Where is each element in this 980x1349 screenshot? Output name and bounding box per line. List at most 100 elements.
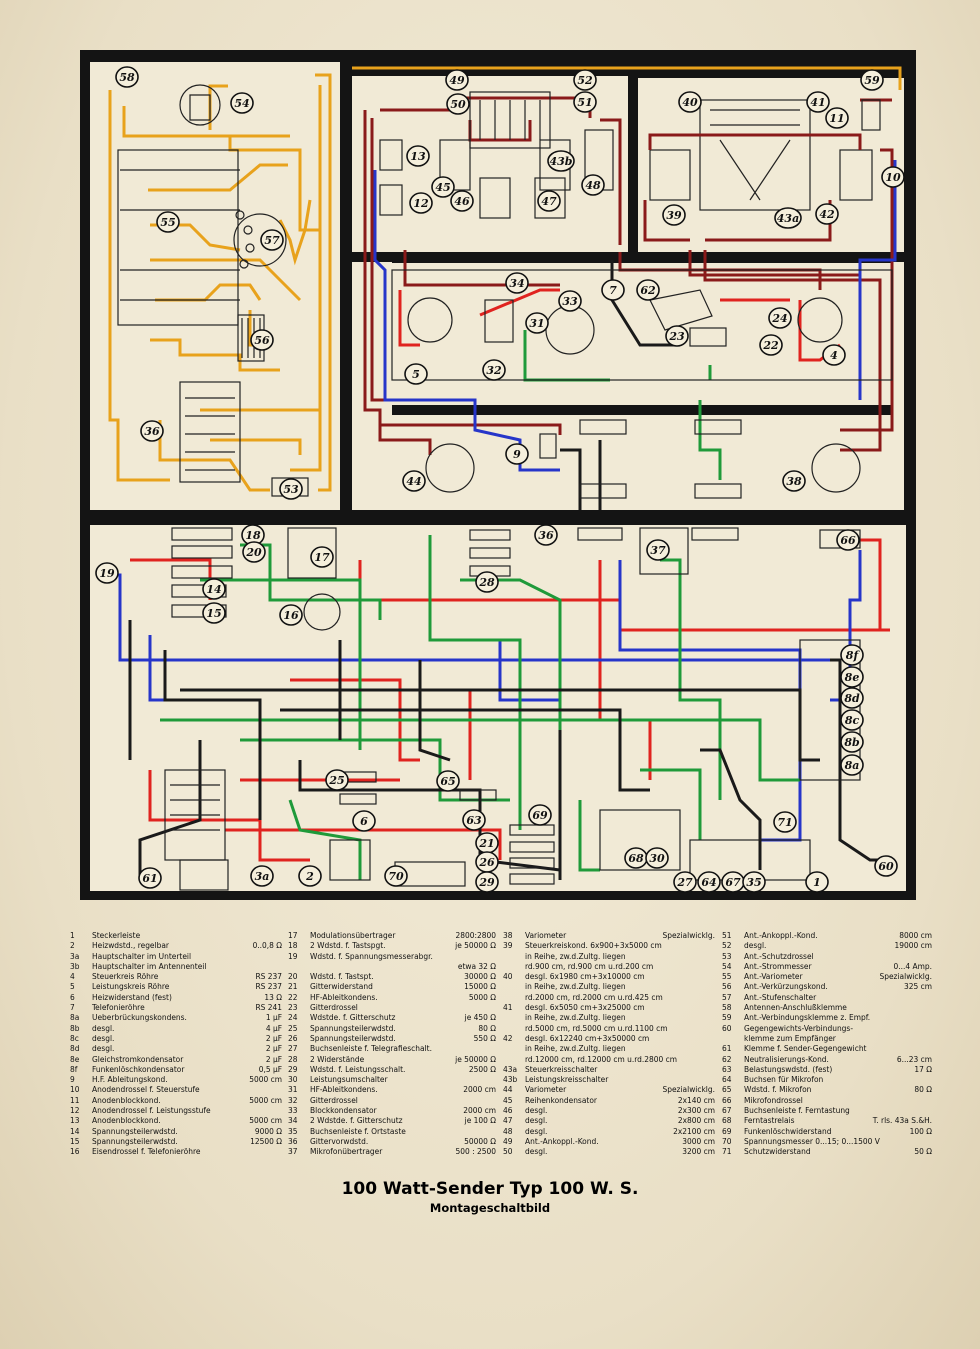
callout-circle [840, 731, 864, 753]
callout-circle [202, 602, 226, 624]
legend-text: desgl. [744, 940, 767, 951]
callout-label-63: 63 [466, 814, 482, 827]
legend-number: 19 [288, 950, 298, 961]
legend-number: 52 [722, 940, 732, 951]
legend-text: Steuerkreiskond. 6x900+3x5000 cm [525, 940, 662, 951]
callout-label-56: 56 [254, 334, 270, 347]
callout-circle [402, 470, 426, 492]
legend-value: 2 µF [265, 1053, 282, 1064]
callout-label-46: 46 [454, 195, 470, 208]
legend-number: 40 [503, 971, 513, 982]
legend-number: 61 [722, 1043, 732, 1054]
callout-label-21: 21 [478, 837, 494, 850]
legend-number: 2 [70, 940, 75, 951]
callout-label-61: 61 [142, 872, 157, 885]
legend-number: 21 [288, 981, 298, 992]
callout-circle [156, 211, 180, 233]
legend-value: 2x300 cm [677, 1105, 715, 1116]
legend-value: etwa 32 Ω [457, 960, 496, 971]
legend-number: 8c [70, 1032, 79, 1043]
diagram-title: 100 Watt-Sender Typ 100 W. S. [341, 1179, 639, 1199]
callout-label-8f: 8f [846, 649, 861, 662]
legend-number: 39 [503, 940, 513, 951]
callout-label-14: 14 [206, 583, 221, 596]
legend-number: 26 [288, 1032, 298, 1043]
callout-circle [475, 571, 499, 593]
legend-value: 17 Ω [914, 1063, 932, 1074]
legend-number: 27 [288, 1043, 298, 1054]
callout-label-2: 2 [305, 870, 314, 883]
legend-text: desgl. [525, 1146, 548, 1157]
callout-circle [436, 770, 460, 792]
callout-label-44: 44 [406, 475, 421, 488]
callout-label-34: 34 [509, 277, 524, 290]
callout-circle [352, 810, 376, 832]
legend-value: 100 Ω [909, 1125, 932, 1136]
legend-number: 68 [722, 1115, 732, 1126]
callout-circle [742, 871, 766, 893]
callout-circle [840, 754, 864, 776]
callout-label-57: 57 [264, 234, 280, 247]
legend-text: Antennen-Anschlußklemme [744, 1002, 847, 1013]
callout-label-69: 69 [532, 809, 548, 822]
legend-value: 2000 cm [463, 1105, 496, 1116]
callout-label-20: 20 [245, 546, 262, 559]
legend-row: klemme zum Empfänger [722, 1033, 932, 1043]
legend-value: 4 µF [265, 1022, 282, 1033]
callout-circle [881, 166, 905, 188]
legend-text: Ant.-Schutzdrossel [744, 950, 814, 961]
legend-number: 15 [70, 1135, 80, 1146]
legend-number: 8e [70, 1053, 80, 1064]
legend-number: 42 [503, 1032, 513, 1043]
legend-number: 47 [503, 1115, 513, 1126]
callout-label-35: 35 [746, 876, 761, 889]
callout-label-7: 7 [609, 284, 617, 297]
legend-number: 18 [288, 940, 298, 951]
legend-value: 325 cm [904, 981, 932, 992]
callout-label-70: 70 [388, 870, 404, 883]
legend-number: 16 [70, 1146, 80, 1157]
callout-circle [505, 272, 529, 294]
legend-text: Wdstd. f. Spannungsmesserabgr. [310, 950, 433, 961]
callout-circle [573, 91, 597, 113]
legend-text: Belastungswdstd. (fest) [744, 1063, 833, 1074]
legend-number: 36 [288, 1135, 298, 1146]
legend-value: 80 Ω [478, 1022, 496, 1033]
legend-text: Ant.-Verbindungsklemme z. Empf. [744, 1012, 871, 1023]
legend-number: 63 [722, 1063, 732, 1074]
legend-number: 58 [722, 1002, 732, 1013]
legend-number: 38 [503, 930, 513, 940]
callout-label-5: 5 [412, 368, 420, 381]
legend-number: 12 [70, 1105, 80, 1116]
callout-label-53: 53 [283, 483, 299, 496]
callout-circle [450, 190, 474, 212]
legend-text: Gitterwiderstand [310, 981, 373, 992]
legend-row: 63 Belastungswdstd. (fest) 17 Ω [722, 1064, 932, 1074]
legend-value: 80 Ω [914, 1084, 932, 1095]
callout-circle [446, 93, 470, 115]
legend-number: 13 [70, 1115, 80, 1126]
callout-label-52: 52 [577, 74, 593, 87]
legend-value: 2800:2800 [455, 930, 497, 940]
legend-text: rd.2000 cm, rd.2000 cm u.rd.425 cm [525, 991, 663, 1002]
legend-text: rd.5000 cm, rd.5000 cm u.rd.1100 cm [525, 1022, 668, 1033]
callout-label-39: 39 [666, 209, 682, 222]
callout-label-22: 22 [762, 339, 779, 352]
legend-number: 11 [70, 1094, 80, 1105]
legend-number: 6 [70, 991, 75, 1002]
callout-circle [409, 192, 433, 214]
legend-number: 33 [288, 1105, 298, 1116]
legend-row: 39 Steuerkreiskond. 6x900+3x5000 cm [503, 940, 715, 950]
